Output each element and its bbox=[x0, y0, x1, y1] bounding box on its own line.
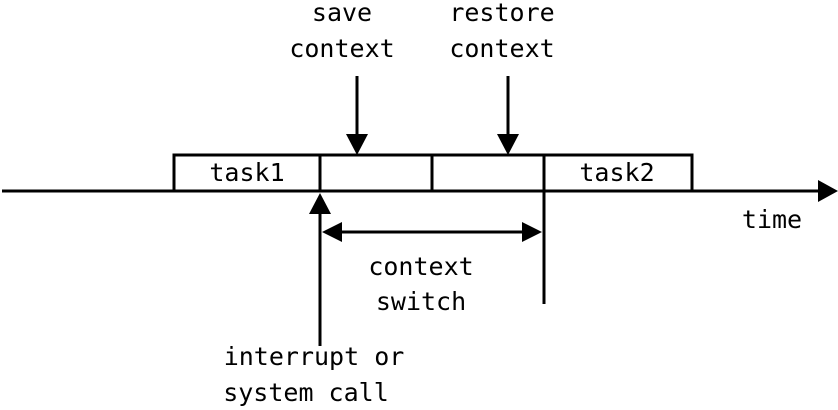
save-context-segment bbox=[318, 153, 434, 193]
interrupt-label-line1: interrupt or bbox=[224, 342, 405, 371]
restore-context-label-line2: context bbox=[449, 34, 554, 63]
interrupt-arrowhead bbox=[309, 193, 331, 214]
save-context-label-line1: save bbox=[312, 0, 372, 27]
context-switch-arrowhead-right bbox=[522, 222, 542, 242]
save-context-label-line2: context bbox=[289, 34, 394, 63]
context-switch-label-line2: switch bbox=[376, 287, 466, 316]
task1-label: task1 bbox=[209, 158, 284, 187]
time-axis-label: time bbox=[742, 205, 802, 234]
task2-segment bbox=[542, 153, 694, 193]
restore-context-segment bbox=[430, 153, 546, 193]
restore-context-label-line1: restore bbox=[449, 0, 554, 27]
time-axis-arrowhead bbox=[818, 180, 838, 202]
context-switch-arrowhead-left bbox=[322, 222, 342, 242]
context-switch-label-line1: context bbox=[368, 252, 473, 281]
restore-context-arrowhead bbox=[497, 134, 519, 155]
save-context-arrowhead bbox=[346, 134, 368, 155]
interrupt-label-line2: system call bbox=[223, 378, 389, 407]
task2-label: task2 bbox=[579, 158, 654, 187]
